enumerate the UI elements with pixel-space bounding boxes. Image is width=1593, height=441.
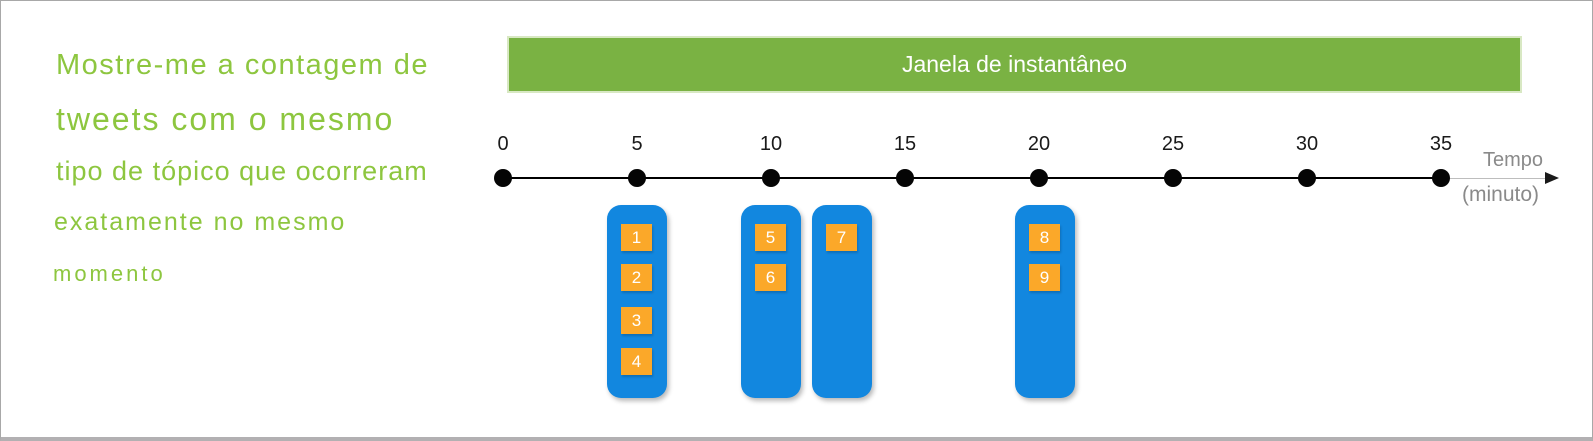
tweet-group-bar-4: 8 9 [1015,205,1075,398]
prompt-line-3: tipo de tópico que ocorreram [56,156,428,186]
tick-label-25: 25 [1161,133,1185,155]
timeline-dot-35 [1432,169,1450,187]
timeline-dot-0 [494,169,512,187]
tick-label-5: 5 [631,133,643,155]
tweet-marker: 5 [755,224,786,251]
tweet-marker: 1 [621,224,652,251]
timeline-dot-5 [628,169,646,187]
timeline-axis-extension [1445,178,1551,179]
tweet-marker: 2 [621,264,652,291]
timeline-dot-25 [1164,169,1182,187]
timeline-dot-10 [762,169,780,187]
banner-label: Janela de instantâneo [901,51,1128,77]
tweet-marker: 7 [826,224,857,251]
timeline-dot-20 [1030,169,1048,187]
tweet-marker: 6 [755,264,786,291]
timeline-dot-15 [896,169,914,187]
tick-label-20: 20 [1027,133,1051,155]
tick-label-30: 30 [1295,133,1319,155]
tweet-group-bar-2: 5 6 [741,205,801,398]
tweet-marker: 8 [1029,224,1060,251]
timeline-dot-30 [1298,169,1316,187]
tweet-marker: 9 [1029,264,1060,291]
tweet-group-bar-3: 7 [812,205,872,398]
axis-label-tempo: Tempo [1483,149,1544,171]
axis-arrow-icon [1545,172,1559,184]
prompt-line-4: exatamente no mesmo [54,208,347,236]
tweet-marker: 3 [621,307,652,334]
snapshot-window-banner: Janela de instantâneo [507,36,1522,93]
timeline-axis-line [497,177,1445,179]
tick-label-0: 0 [497,133,509,155]
prompt-line-1: Mostre-me a contagem de [56,49,429,81]
prompt-line-5: momento [53,261,166,286]
tweet-marker: 4 [621,348,652,375]
tick-label-10: 10 [759,133,783,155]
tick-label-15: 15 [893,133,917,155]
axis-unit-minuto: (minuto) [1462,183,1540,206]
tweet-group-bar-1: 1 2 3 4 [607,205,667,398]
tick-label-35: 35 [1429,133,1453,155]
prompt-line-2: tweets com o mesmo [56,101,395,137]
